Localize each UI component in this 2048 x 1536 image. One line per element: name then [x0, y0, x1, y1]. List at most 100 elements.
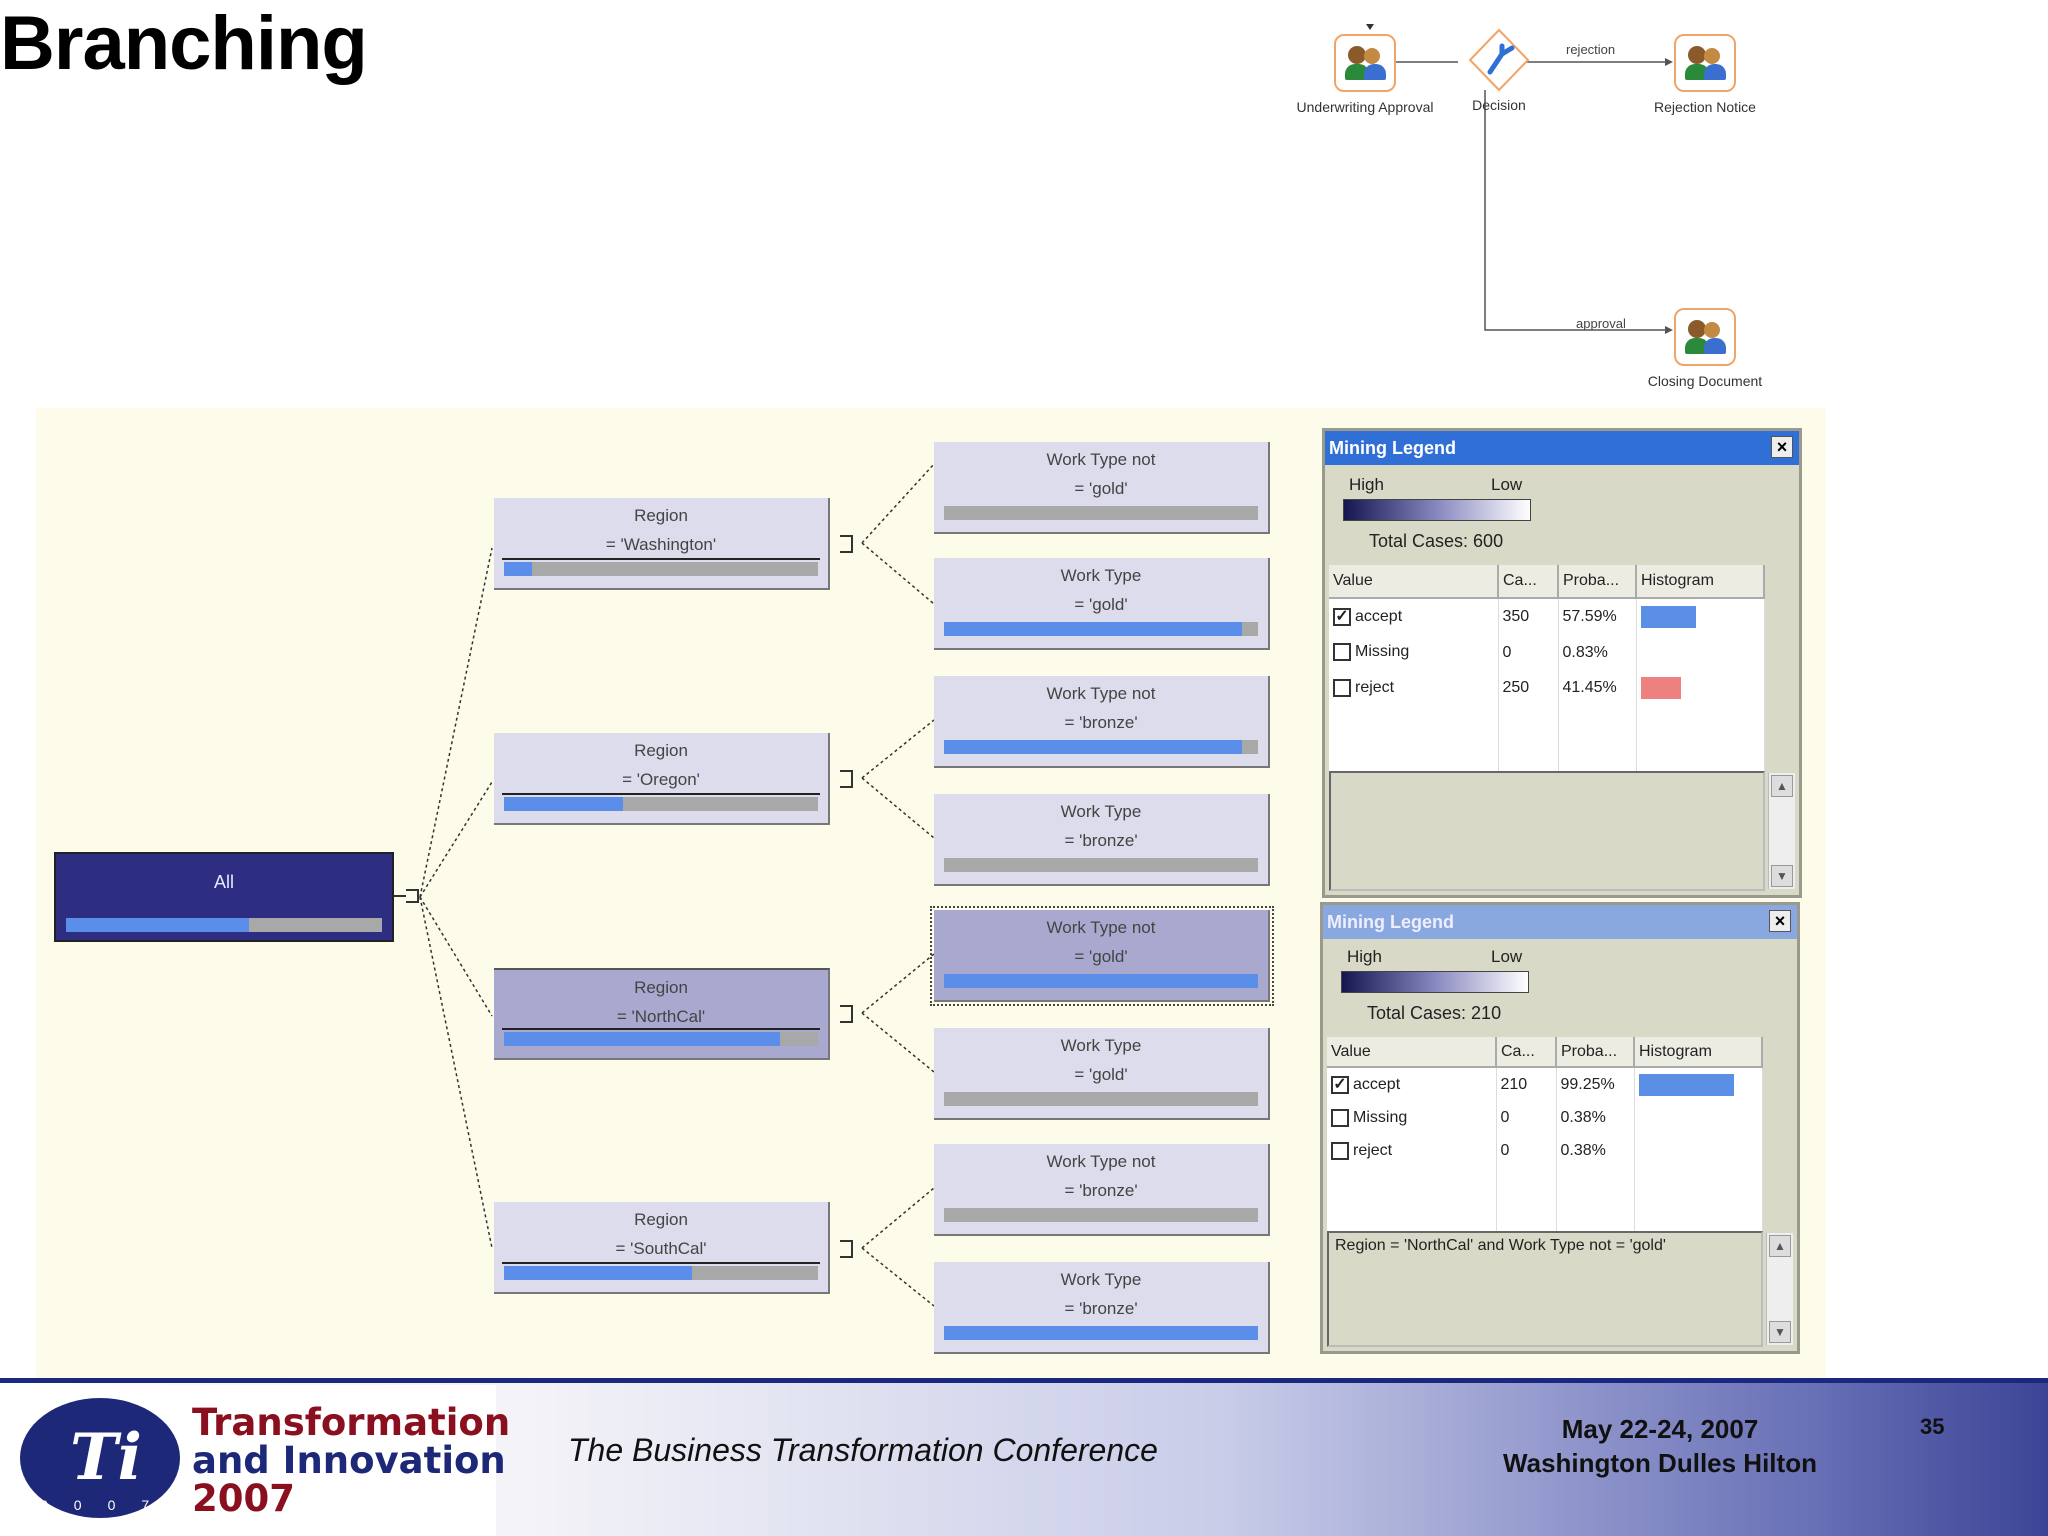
column-header[interactable]: Value [1329, 565, 1499, 599]
scrollbar[interactable]: ▲ ▼ [1768, 773, 1795, 889]
tree-node-root[interactable]: All [54, 852, 394, 942]
checkbox[interactable] [1333, 643, 1351, 662]
legend-high-label: High [1347, 947, 1382, 966]
tree-node-region-washington[interactable]: Region = 'Washington' [494, 498, 830, 590]
table-row: reject 250 41.45% [1329, 670, 1765, 706]
row-probability: 41.45% [1558, 670, 1637, 706]
scroll-up-icon[interactable]: ▲ [1769, 1235, 1791, 1257]
workflow-node-underwriting[interactable]: Underwriting Approval [1290, 34, 1440, 116]
conference-venue: Washington Dulles Hilton [1503, 1448, 1817, 1478]
tree-leaf-southcal-not-bronze[interactable]: Work Type not = 'bronze' [934, 1144, 1270, 1236]
distribution-bar-fill [504, 562, 533, 576]
scroll-down-icon[interactable]: ▼ [1769, 1321, 1791, 1343]
histogram-bar [1640, 677, 1681, 700]
distribution-bar-fill [944, 1326, 1258, 1340]
tree-leaf-northcal-not-gold[interactable]: Work Type not = 'gold' [930, 906, 1274, 1006]
workflow-node-closing-document[interactable]: Closing Document [1630, 308, 1780, 390]
tree-leaf-southcal-bronze[interactable]: Work Type = 'bronze' [934, 1262, 1270, 1354]
scroll-down-icon[interactable]: ▼ [1771, 865, 1793, 887]
tree-leaf-oregon-not-bronze[interactable]: Work Type not = 'bronze' [934, 676, 1270, 768]
window-title-bar[interactable]: Mining Legend × [1325, 431, 1799, 465]
legend-table: Value Ca... Proba... Histogram ✓accept 2… [1327, 1037, 1763, 1233]
row-cases: 250 [1498, 670, 1559, 706]
rule-description: Region = 'NorthCal' and Work Type not = … [1335, 1237, 1666, 1254]
legend-low-label: Low [1491, 947, 1523, 966]
distribution-bar [504, 797, 818, 811]
logo-text-line3: 2007 [192, 1477, 295, 1520]
scrollbar[interactable]: ▲ ▼ [1766, 1233, 1793, 1345]
table-row: Missing 0 0.38% [1327, 1101, 1763, 1135]
tree-node-label: Region [634, 506, 688, 525]
mining-legend-window[interactable]: Mining Legend × High Low Total Cases: 60… [1322, 428, 1802, 898]
row-probability: 57.59% [1558, 597, 1637, 635]
distribution-bar [944, 740, 1258, 754]
total-cases: Total Cases: 600 [1369, 531, 1504, 551]
legend-high-label: High [1349, 475, 1384, 494]
row-probability: 0.38% [1556, 1134, 1635, 1168]
distribution-bar-fill [504, 1032, 781, 1046]
column-header[interactable]: Histogram [1634, 1037, 1763, 1069]
workflow-node-label: Decision [1472, 97, 1526, 113]
tree-node-label: Work Type not [1046, 918, 1156, 937]
tree-leaf-oregon-bronze[interactable]: Work Type = 'bronze' [934, 794, 1270, 886]
close-icon[interactable]: × [1771, 436, 1793, 458]
slide-title: Branching [0, 1, 368, 86]
conference-date-venue: May 22-24, 2007 Washington Dulles Hilton [1490, 1412, 1830, 1480]
rule-description-panel [1329, 771, 1765, 891]
distribution-bar [944, 1326, 1258, 1340]
tree-node-label: All [213, 872, 234, 892]
table-row: ✓accept 210 99.25% [1327, 1067, 1763, 1102]
checkbox[interactable] [1331, 1141, 1349, 1160]
close-icon[interactable]: × [1769, 910, 1791, 932]
table-row: reject 0 0.38% [1327, 1134, 1763, 1168]
legend-low-label: Low [1491, 475, 1523, 494]
distribution-bar [944, 1092, 1258, 1106]
edge-label-rejection: rejection [1566, 42, 1616, 57]
tree-node-condition: = 'SouthCal' [615, 1239, 707, 1258]
rule-description-panel: Region = 'NorthCal' and Work Type not = … [1327, 1231, 1763, 1347]
edge-label-approval: approval [1576, 316, 1626, 331]
column-header[interactable]: Ca... [1496, 1037, 1557, 1069]
checkbox[interactable] [1331, 1108, 1349, 1127]
checkbox[interactable]: ✓ [1333, 607, 1351, 626]
workflow-node-decision[interactable]: Decision [1424, 28, 1574, 114]
logo-mark: Ti [70, 1420, 142, 1495]
tree-node-label: Work Type not [1046, 684, 1156, 703]
row-probability: 0.38% [1556, 1101, 1635, 1135]
window-title-bar[interactable]: Mining Legend × [1323, 905, 1797, 939]
tree-node-region-northcal[interactable]: Region = 'NorthCal' [494, 968, 830, 1060]
table-row: Missing 0 0.83% [1329, 634, 1765, 671]
distribution-bar-fill [66, 918, 250, 932]
column-header[interactable]: Value [1327, 1037, 1497, 1069]
separator [502, 1028, 820, 1030]
mining-legend-window-2[interactable]: Mining Legend × High Low Total Cases: 21… [1320, 902, 1800, 1354]
legend-table: Value Ca... Proba... Histogram ✓accept 3… [1329, 565, 1765, 777]
scroll-up-icon[interactable]: ▲ [1771, 775, 1793, 797]
tree-connectors [394, 463, 935, 1307]
column-header[interactable]: Proba... [1556, 1037, 1635, 1069]
row-value: reject [1353, 1141, 1393, 1159]
column-header[interactable]: Histogram [1636, 565, 1765, 599]
tree-node-condition: = 'bronze' [1064, 1299, 1138, 1318]
column-header[interactable]: Ca... [1498, 565, 1559, 599]
tree-leaf-washington-gold[interactable]: Work Type = 'gold' [934, 558, 1270, 650]
tree-node-label: Work Type not [1046, 1152, 1156, 1171]
checkbox[interactable]: ✓ [1331, 1075, 1349, 1094]
tree-node-region-oregon[interactable]: Region = 'Oregon' [494, 733, 830, 825]
row-value: Missing [1355, 643, 1410, 661]
tree-node-region-southcal[interactable]: Region = 'SouthCal' [494, 1202, 830, 1294]
row-value: accept [1353, 1076, 1401, 1094]
distribution-bar [504, 1032, 818, 1046]
tree-node-label: Region [634, 741, 688, 760]
row-cases: 0 [1498, 634, 1559, 671]
tree-node-label: Work Type [1060, 566, 1142, 585]
checkbox[interactable] [1333, 678, 1351, 697]
tree-node-condition: = 'gold' [1074, 1065, 1128, 1084]
tree-leaf-washington-not-gold[interactable]: Work Type not = 'gold' [934, 442, 1270, 534]
workflow-node-rejection-notice[interactable]: Rejection Notice [1630, 34, 1780, 116]
page-number: 35 [1920, 1414, 1945, 1439]
window-title: Mining Legend [1329, 438, 1456, 458]
tree-leaf-northcal-gold[interactable]: Work Type = 'gold' [934, 1028, 1270, 1120]
column-header[interactable]: Proba... [1558, 565, 1637, 599]
workflow-node-label: Underwriting Approval [1296, 99, 1434, 115]
